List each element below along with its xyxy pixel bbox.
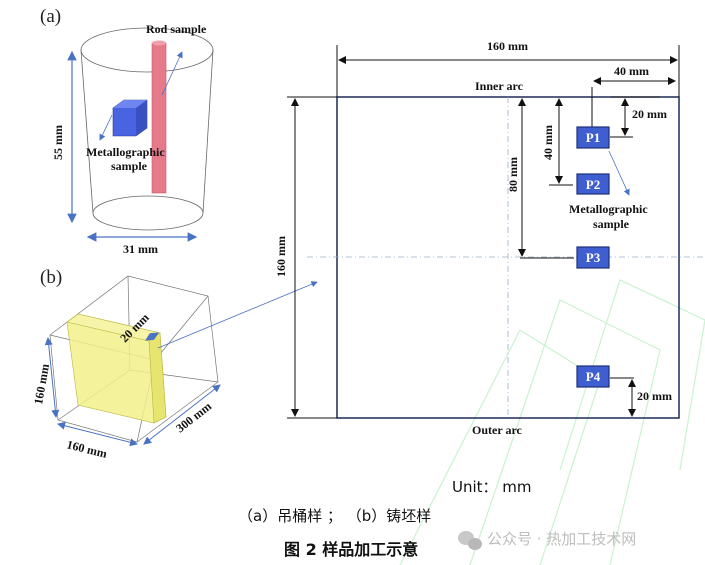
bucket-sample-drawing — [80, 27, 214, 231]
metallographic-label-a2: sample — [111, 159, 148, 173]
height-160-label-b: 160 mm — [31, 363, 52, 406]
length-300-label: 300 mm — [173, 399, 214, 435]
slab-sample — [66, 313, 167, 424]
watermark-text: 公众号 · 热加工技术网 — [487, 530, 637, 548]
diameter-31-label: 31 mm — [123, 242, 158, 256]
rod-pointer-arrow — [161, 51, 183, 96]
dim-20-bottom-label: 20 mm — [637, 389, 672, 403]
svg-text:P3: P3 — [586, 250, 601, 265]
height-55-label: 55 mm — [51, 125, 65, 160]
sample-p1: P1 — [576, 126, 610, 149]
rod-sample — [151, 40, 167, 194]
panel-b-label: (b) — [40, 267, 62, 288]
sample-p2: P2 — [576, 173, 610, 195]
unit-label: Unit： mm — [452, 478, 532, 496]
subcaption: （a）吊桶样 ； （b）铸坯样 — [238, 507, 432, 525]
height-160-arrow — [44, 337, 60, 418]
metallographic-label-a1: Metallographic — [86, 145, 165, 159]
section-pointer-arrow — [157, 281, 318, 349]
dim-80-vertical-label: 80 mm — [506, 157, 520, 192]
rod-sample-label: Rod sample — [146, 22, 207, 36]
watermark-pattern — [399, 279, 705, 565]
p1-pointer-arrow — [608, 150, 630, 196]
svg-text:P4: P4 — [586, 369, 601, 384]
figure-title: 图 2 样品加工示意 — [284, 540, 419, 559]
top-width-label: 160 mm — [487, 39, 528, 53]
wechat-icon — [458, 531, 482, 550]
length-300-arrow — [143, 384, 221, 445]
thickness-20-arrow — [145, 332, 159, 341]
width-160-label-b: 160 mm — [65, 437, 108, 461]
outer-arc-label: Outer arc — [472, 423, 523, 437]
inner-arc-label: Inner arc — [475, 79, 524, 93]
panel-a-label: (a) — [40, 6, 61, 27]
sample-p4: P4 — [576, 365, 610, 388]
metallographic-cube — [112, 99, 148, 137]
dim-40-horizontal-label: 40 mm — [614, 64, 649, 78]
left-height-label: 160 mm — [274, 236, 288, 277]
cube-pointer-arrow — [99, 114, 113, 141]
width-160-arrow — [57, 421, 138, 447]
svg-text:P2: P2 — [586, 177, 600, 192]
sample-p3: P3 — [576, 246, 610, 269]
metallographic-label-s1: Metallographic — [569, 202, 648, 216]
dim-40-vertical-label: 40 mm — [541, 125, 555, 160]
svg-text:P1: P1 — [586, 130, 600, 145]
dim-20-top-label: 20 mm — [632, 107, 667, 121]
metallographic-label-s2: sample — [593, 217, 630, 231]
